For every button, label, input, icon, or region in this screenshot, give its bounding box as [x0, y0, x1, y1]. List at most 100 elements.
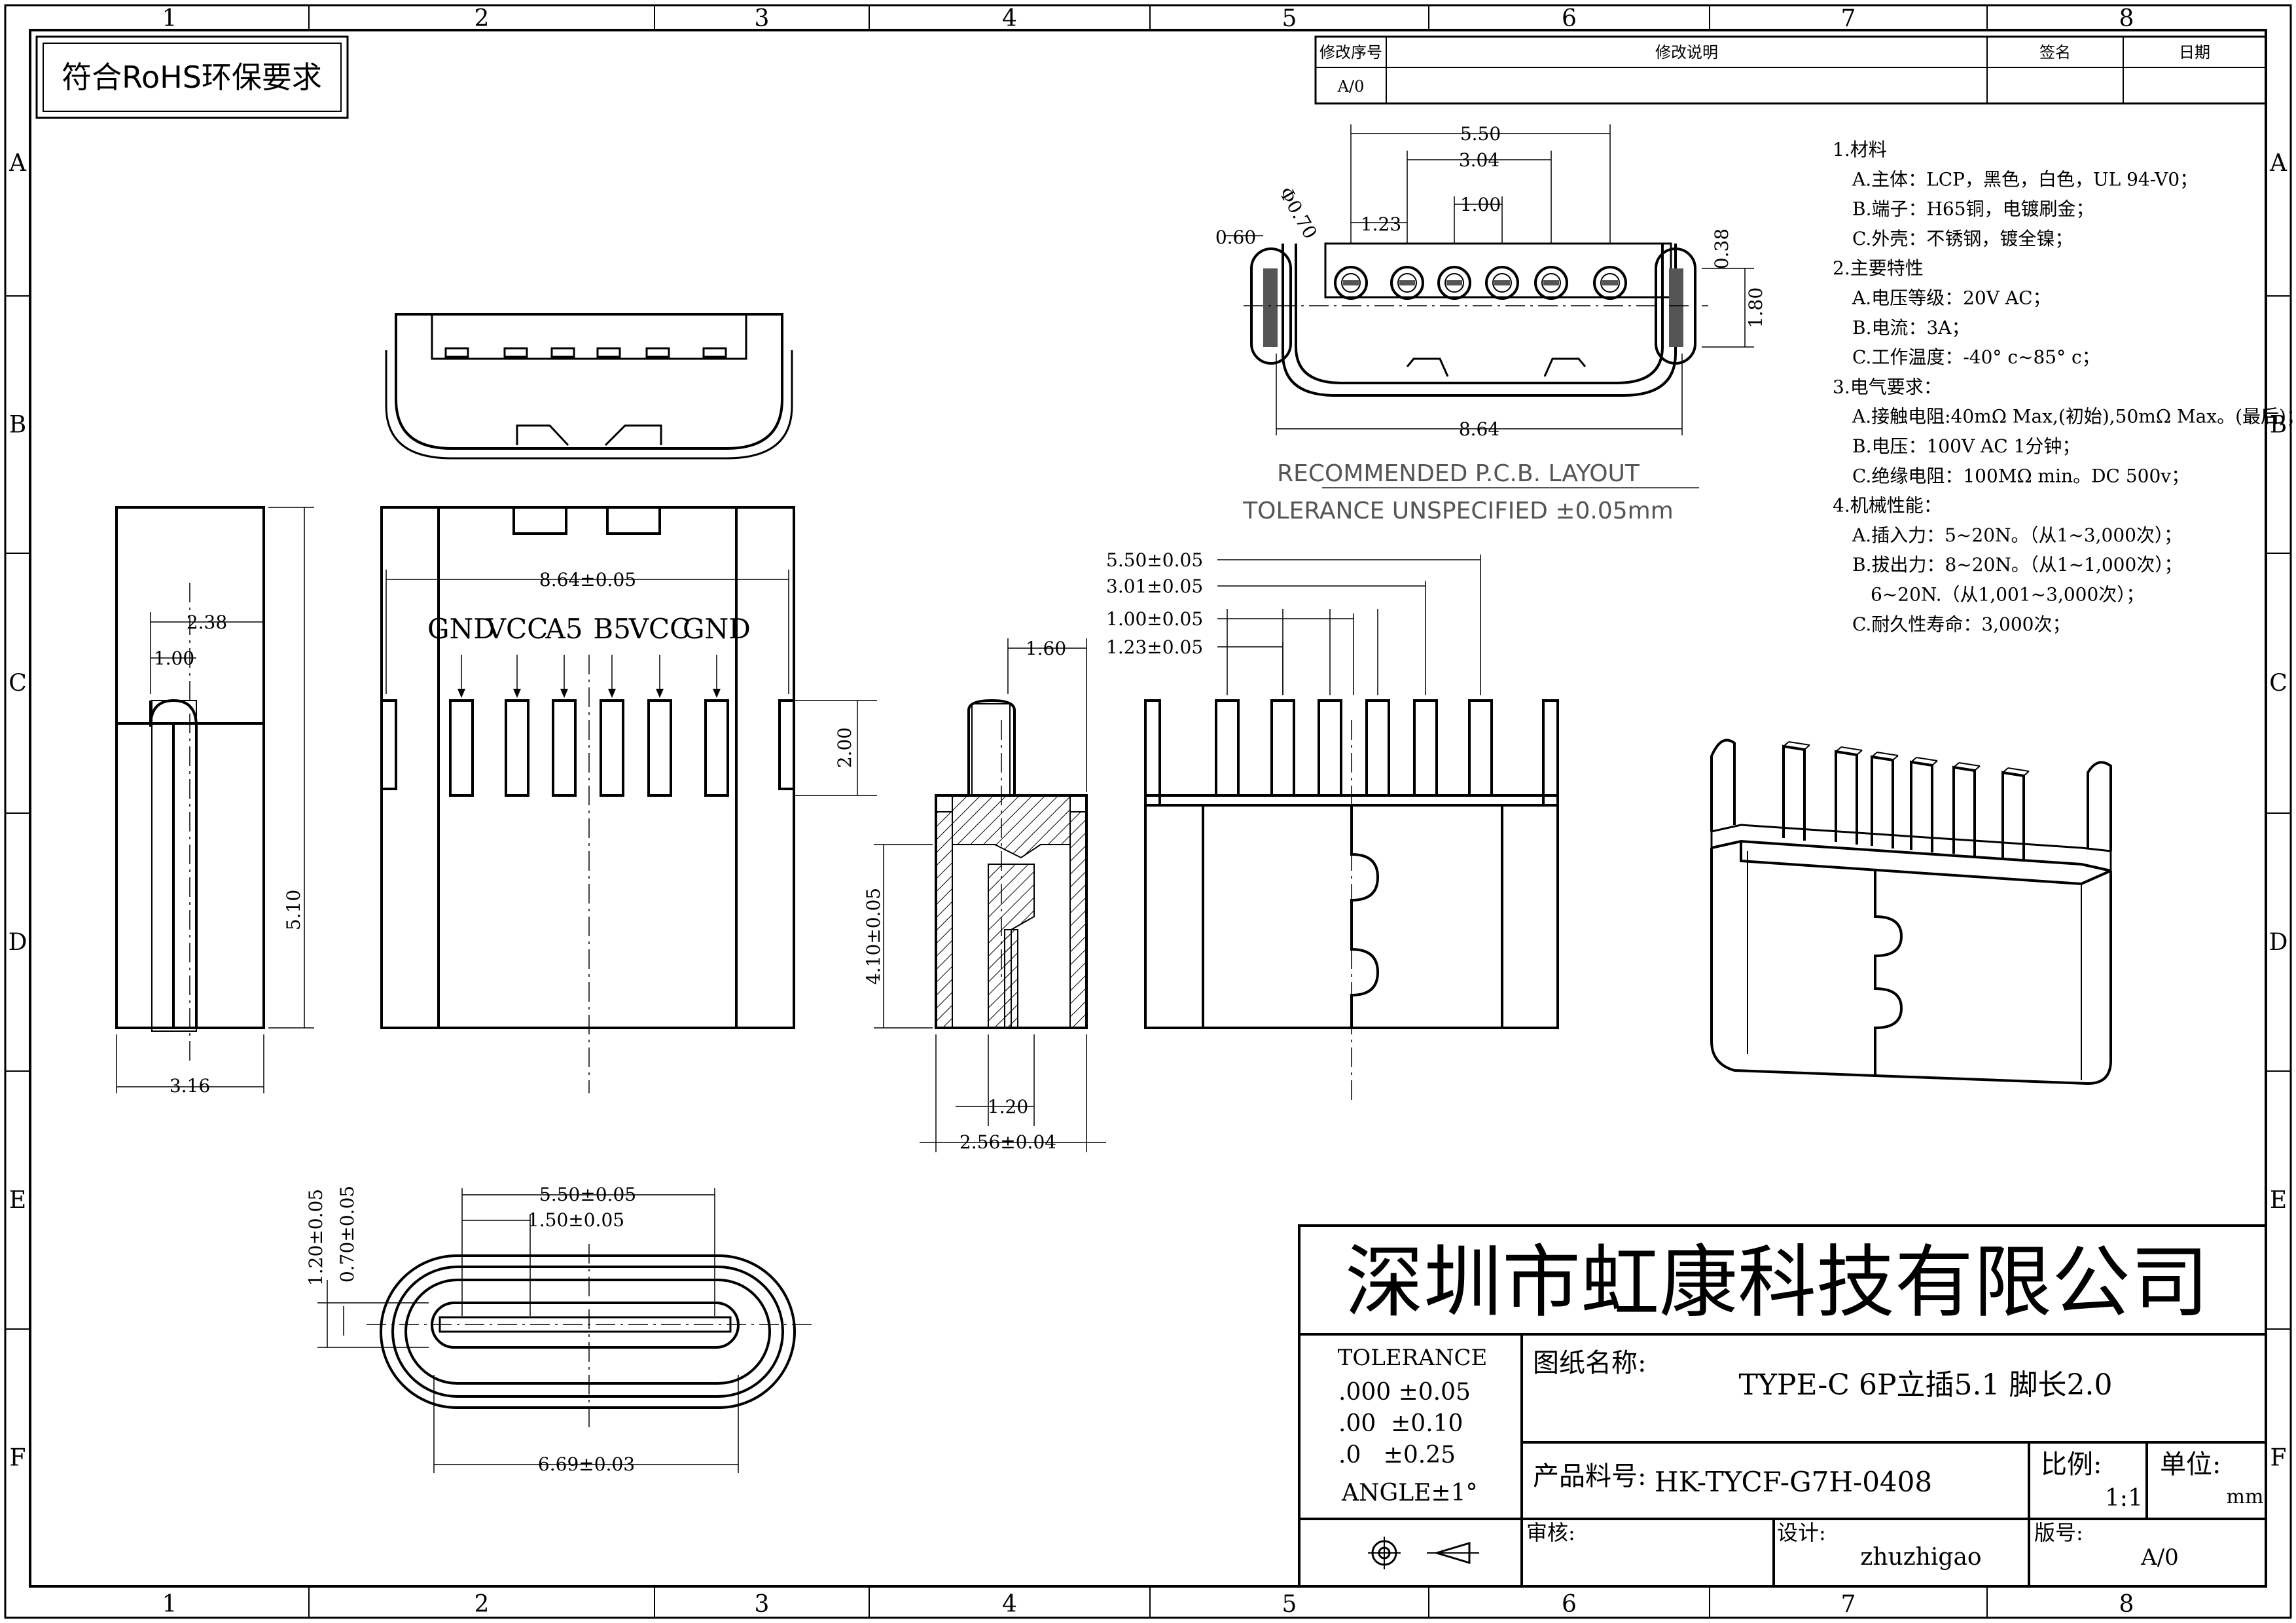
- scale-value: 1:1: [2105, 1485, 2143, 1512]
- tolerance-title: TOLERANCE: [1338, 1345, 1488, 1371]
- pin: [449, 699, 474, 797]
- spec-line: A.插入力：5~20N。（从1~3,000次）；: [1852, 524, 2182, 546]
- rear-pins: [1215, 699, 1493, 797]
- pcb-pad: [1390, 266, 1424, 300]
- zone-row-label: E: [2270, 1187, 2287, 1214]
- pin: [600, 699, 624, 797]
- pin: [1365, 699, 1390, 797]
- zone-col-label: 7: [1841, 5, 1856, 32]
- part-no: HK-TYCF-G7H-0408: [1655, 1466, 1932, 1498]
- front-dim-pin-length: 2.00: [834, 727, 855, 768]
- rohs-label: 符合RoHS环保要求: [62, 60, 322, 95]
- section-dim-top: 1.60: [1026, 638, 1066, 659]
- iso-pin: [1910, 760, 1933, 852]
- spec-line: A.电压等级：20V AC；: [1852, 287, 2051, 309]
- zone-col-label: 1: [162, 1591, 177, 1618]
- zone-row-label: C: [2269, 670, 2287, 697]
- spec-line: 3.电气要求：: [1833, 376, 1942, 397]
- bottom-dim-height-2: 0.70±0.05: [336, 1186, 358, 1283]
- pcb-layout-title: RECOMMENDED P.C.B. LAYOUT: [1277, 460, 1640, 487]
- zone-col-label: 3: [755, 5, 770, 32]
- zone-row-label: A: [2269, 150, 2287, 177]
- pcb-pad: [1485, 266, 1519, 300]
- tolerance-2dp: .00 ±0.10: [1338, 1410, 1463, 1437]
- pcb-dim-inner: 3.04: [1459, 149, 1499, 171]
- zone-col-label: 6: [1562, 1591, 1577, 1618]
- pin: [1318, 699, 1342, 797]
- zone-row-label: E: [9, 1187, 26, 1214]
- pcb-dim-offset: 1.23: [1361, 213, 1401, 235]
- zone-row-label: A: [9, 150, 27, 177]
- unit-value: mm: [2227, 1486, 2264, 1508]
- pin: [1468, 699, 1493, 797]
- contact-pad: [444, 347, 469, 358]
- rear-dim-label: 1.23±0.05: [1106, 636, 1203, 658]
- projection-symbol-icon: [1368, 1537, 1479, 1569]
- rev-header-no: 修改序号: [1319, 43, 1382, 62]
- version-value: A/0: [2140, 1544, 2179, 1571]
- spec-line: A.主体：LCP，黑色，白色，UL 94-V0；: [1852, 168, 2198, 190]
- spec-line: 1.材料: [1833, 139, 1887, 160]
- zone-col-label: 2: [475, 5, 490, 32]
- pin: [647, 699, 672, 797]
- spec-line: C.外壳：不锈钢，镀全镍；: [1852, 228, 2073, 249]
- pin: [1215, 699, 1240, 797]
- rear-view: 5.50±0.053.01±0.051.00±0.051.23±0.05: [1106, 549, 1559, 1100]
- pin: [1270, 699, 1295, 797]
- pcb-dim-width: 8.64: [1459, 418, 1499, 440]
- zone-col-label: 1: [162, 5, 177, 32]
- pcb-pads: [1334, 266, 1627, 300]
- section-dim-pin: 1.20: [988, 1096, 1028, 1118]
- zone-col-label: 3: [755, 1591, 770, 1618]
- front-dim-width: 8.64±0.05: [539, 569, 636, 591]
- rev-header-sign: 签名: [2039, 43, 2071, 62]
- iso-pin: [1871, 755, 1894, 848]
- pcb-dim-hole: Φ0.70: [1275, 183, 1321, 242]
- specifications: 1.材料 A.主体：LCP，黑色，白色，UL 94-V0； B.端子：H65铜，电镀…: [1833, 139, 2296, 635]
- iso-pin: [1782, 744, 1806, 841]
- contact-pad: [596, 347, 621, 358]
- side-view: 2.38 1.00 5.10 3.16: [115, 506, 314, 1097]
- contact-pad: [550, 347, 575, 358]
- revision-table: 修改序号 修改说明 签名 日期 A/0: [1314, 35, 2267, 105]
- pin: [1413, 699, 1438, 797]
- design-label: 设计:: [1777, 1520, 1826, 1545]
- spec-line: B.拔出力：8~20N。（从1~1,000次）；: [1852, 554, 2182, 575]
- unit-label: 单位:: [2160, 1450, 2221, 1480]
- pin-label: VCC: [628, 613, 691, 645]
- section-view: 1.60 4.10±0.05 1.20 2.56±0.04: [863, 638, 1106, 1153]
- iso-pin: [1952, 765, 1976, 856]
- drawing-name: TYPE-C 6P立插5.1 脚长2.0: [1739, 1368, 2113, 1402]
- zone-row-label: D: [2269, 929, 2288, 956]
- pcb-dim-edge: 0.60: [1215, 227, 1256, 248]
- drawing-name-label: 图纸名称:: [1533, 1348, 1646, 1378]
- version-label: 版号:: [2034, 1520, 2083, 1545]
- spec-line: B.电压：100V AC 1分钟；: [1852, 435, 2080, 457]
- zone-col-label: 8: [2119, 5, 2134, 32]
- rear-dim-label: 1.00±0.05: [1106, 608, 1203, 630]
- zone-col-label: 5: [1282, 5, 1297, 32]
- part-no-label: 产品料号:: [1533, 1461, 1646, 1491]
- pcb-pad: [1534, 266, 1568, 300]
- iso-pins: [1782, 741, 2030, 860]
- zone-col-label: 4: [1002, 1591, 1017, 1618]
- pin-label: GND: [427, 613, 495, 645]
- rev-header-desc: 修改说明: [1655, 43, 1718, 62]
- zone-row-label: F: [10, 1445, 26, 1472]
- rev-header-date: 日期: [2179, 43, 2210, 62]
- review-label: 审核:: [1526, 1520, 1575, 1545]
- pcb-dim-pitch: 1.00: [1460, 194, 1501, 215]
- spec-line: 6~20N.（从1,001~3,000次）；: [1871, 584, 2144, 606]
- pcb-pad: [1437, 266, 1471, 300]
- zone-col-label: 2: [475, 1591, 490, 1618]
- tolerance-angle: ANGLE±1°: [1341, 1480, 1478, 1506]
- iso-pin: [1835, 750, 1858, 845]
- spec-line: C.工作温度：-40° c~85° c；: [1852, 346, 2100, 368]
- pin-label: B5: [593, 613, 631, 645]
- side-dim-width: 3.16: [170, 1075, 210, 1097]
- tolerance-3dp: .000 ±0.05: [1338, 1379, 1471, 1406]
- pin-label: A5: [545, 613, 583, 645]
- zone-row-label: C: [9, 670, 27, 697]
- spec-line: B.端子：H65铜，电镀刷金；: [1852, 198, 2094, 220]
